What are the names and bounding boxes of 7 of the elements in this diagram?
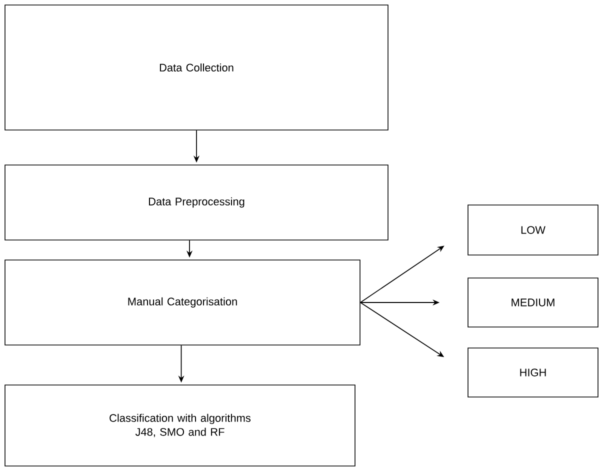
process-box: Classification with algorithms J48, SMO and RF <box>4 384 356 466</box>
process-box: Manual Categorisation <box>4 260 360 346</box>
category-box: HIGH <box>468 348 598 398</box>
category-box: MEDIUM <box>468 278 598 328</box>
process-box: Data Preprocessing <box>4 164 388 240</box>
category-box: LOW <box>468 204 598 256</box>
process-box: Data Collection <box>4 4 388 130</box>
